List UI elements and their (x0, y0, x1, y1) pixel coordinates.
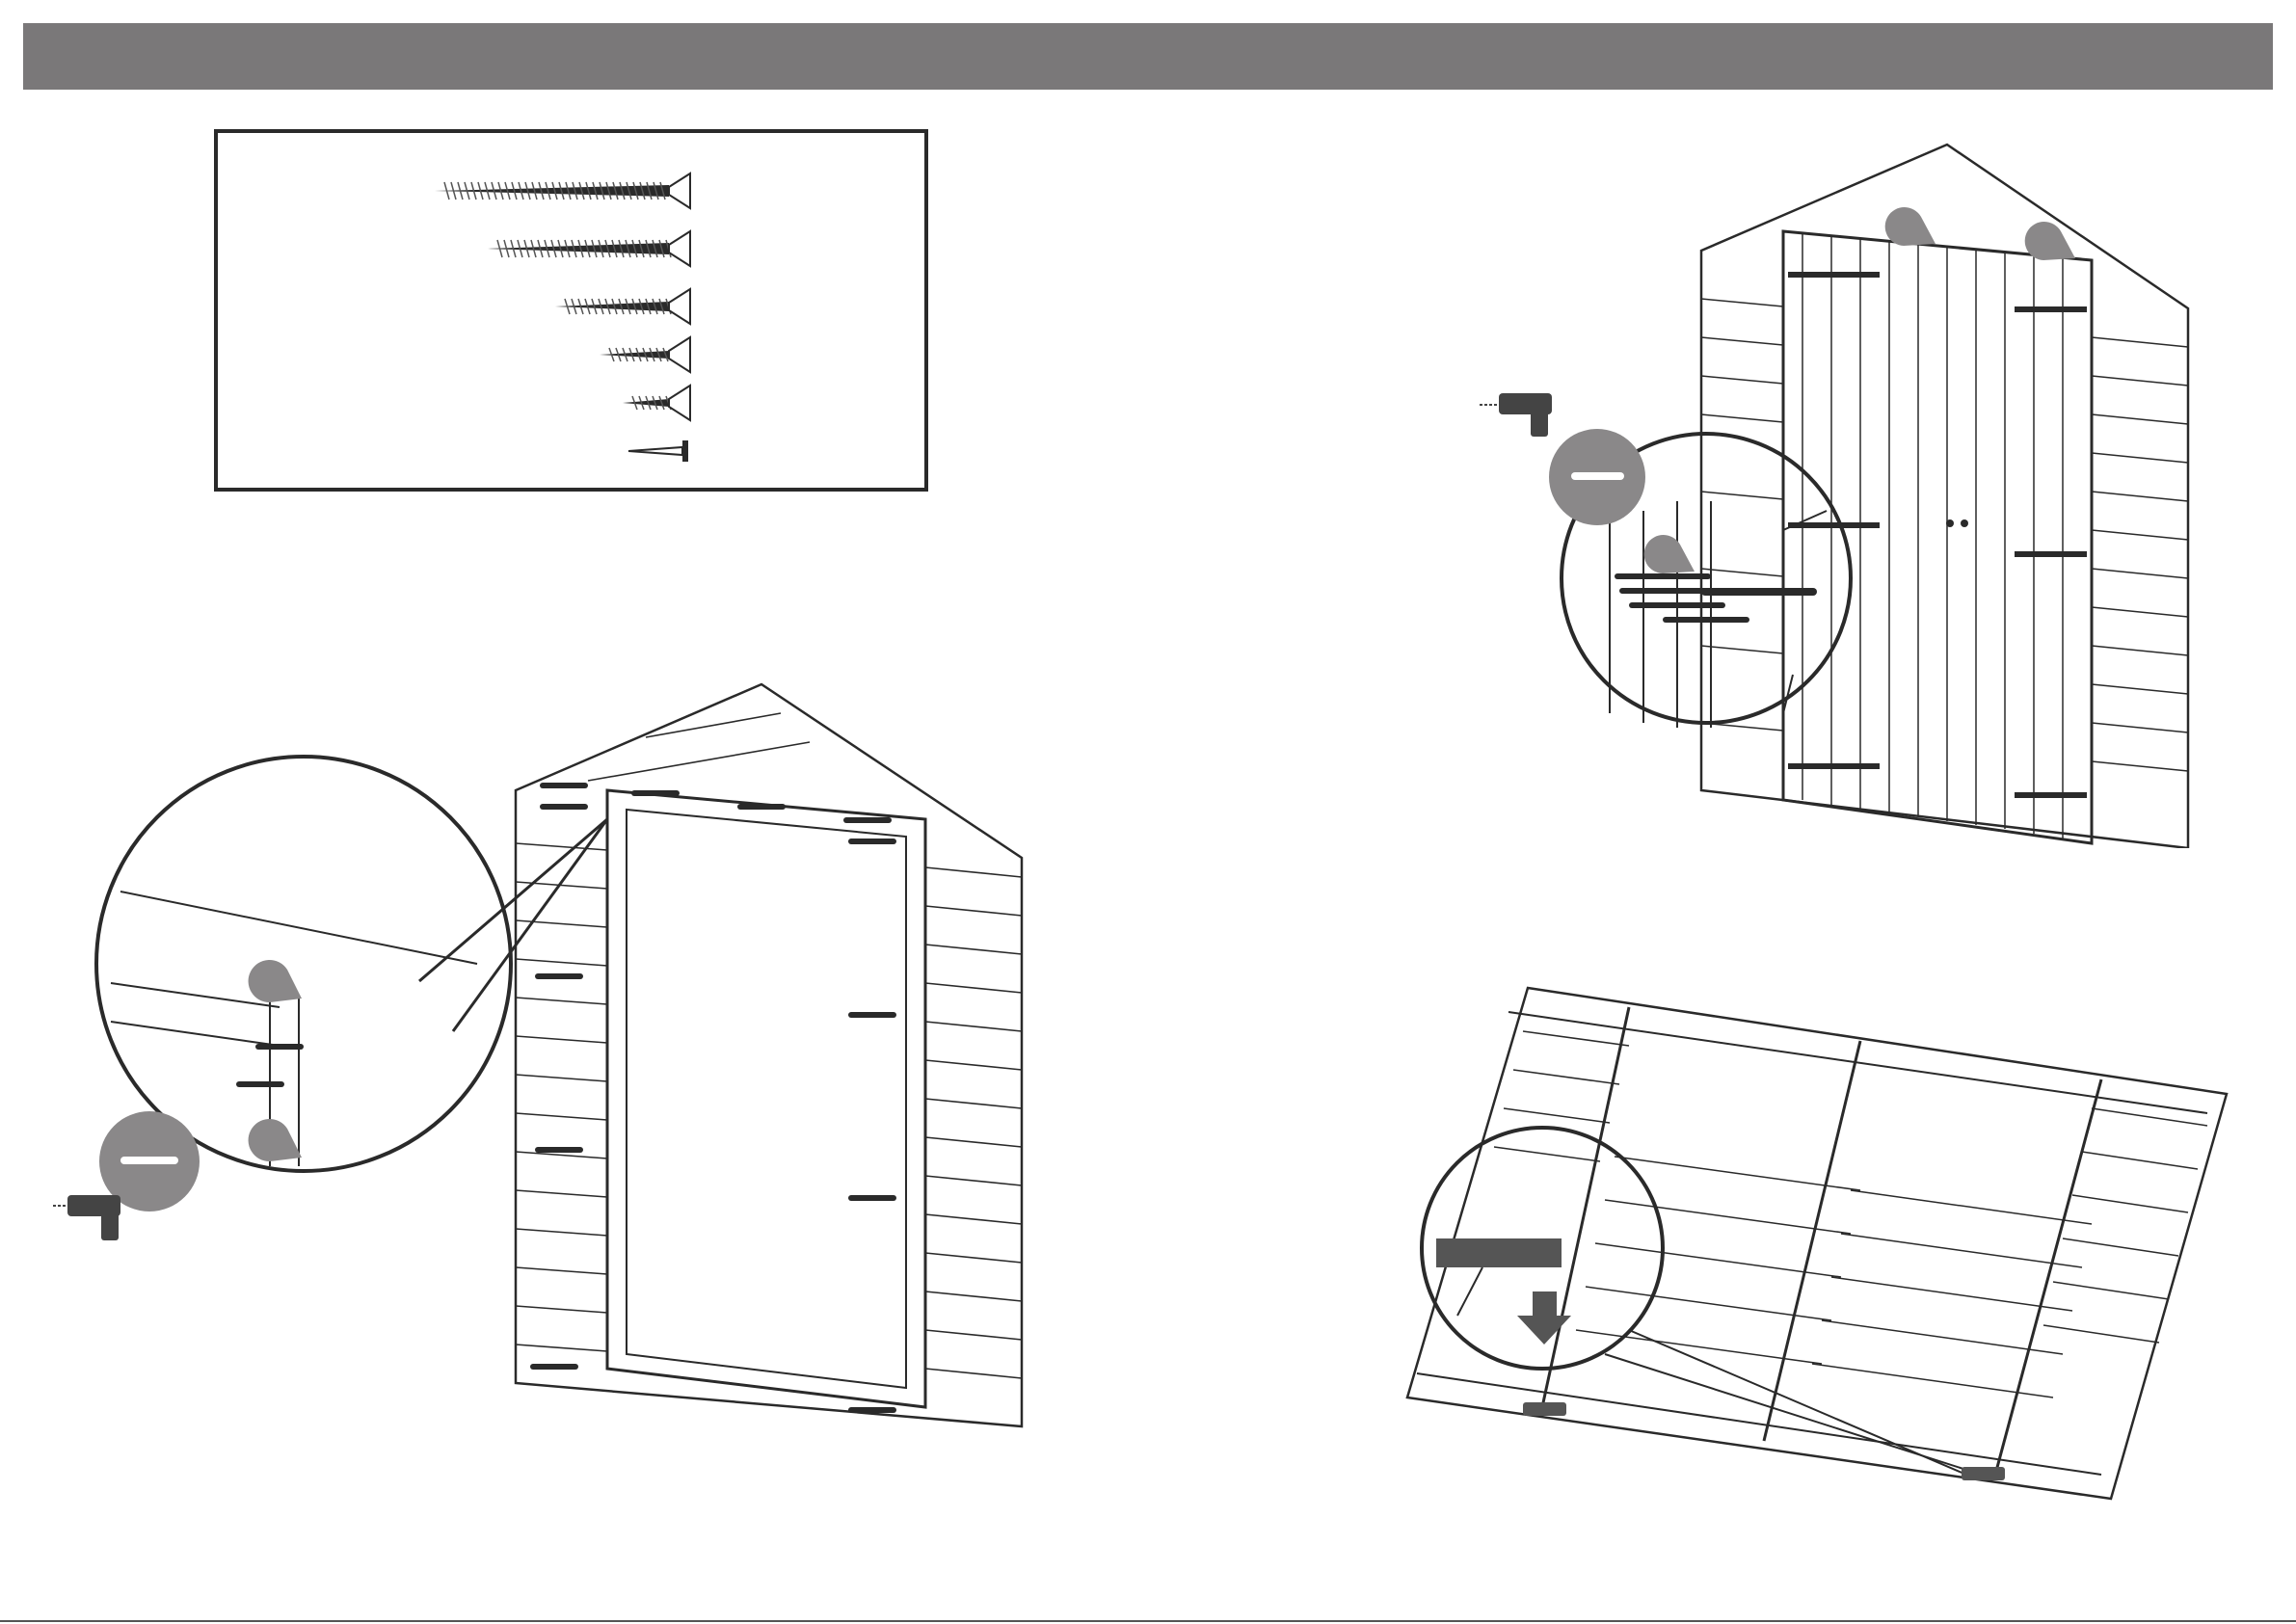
header-bar (23, 23, 2273, 90)
door-frame (607, 790, 925, 1407)
floor-panel-svg (1398, 973, 2246, 1513)
drill-icon (53, 1195, 120, 1240)
door-frame-figure (48, 675, 1051, 1446)
door-hinge-svg (1475, 135, 2207, 848)
gable-wall-outline (1701, 145, 2188, 848)
hinge-icon (2015, 792, 2087, 798)
screw-callout-marker (1885, 207, 1936, 246)
hinge-icon (2015, 551, 2087, 557)
floor-panel-figure (1398, 973, 2246, 1513)
hinge-icon (1788, 763, 1880, 769)
door-opening (627, 810, 906, 1388)
door-frame-svg (48, 675, 1051, 1446)
door-hinge-figure (1475, 135, 2207, 848)
screw-callout-marker (1644, 535, 1695, 573)
screw-callout-marker (249, 1119, 302, 1161)
drill-icon (1480, 393, 1552, 437)
hinge-icon (1788, 522, 1880, 528)
nail-icon (628, 440, 688, 462)
block-icon (1436, 1238, 1562, 1267)
bottom-rule (0, 1620, 2296, 1622)
medium-screw-icon (555, 289, 690, 324)
hinge-icon (2015, 306, 2087, 312)
arrow-down-icon (1517, 1291, 1571, 1344)
hardware-legend-box (214, 129, 928, 492)
long-screw-icon (488, 231, 690, 266)
short-screw-icon (623, 386, 690, 420)
gable-wall-outline (516, 684, 1022, 1426)
hardware-legend-svg (218, 133, 924, 488)
zoom-callout-circle (96, 757, 511, 1171)
long-screw-icon (435, 173, 690, 208)
nail-icon (1457, 1267, 1482, 1316)
hinge-icon (1788, 272, 1880, 278)
screw-callout-marker (249, 960, 302, 1002)
short-screw-icon (600, 337, 690, 372)
door-frame (1783, 231, 2092, 843)
